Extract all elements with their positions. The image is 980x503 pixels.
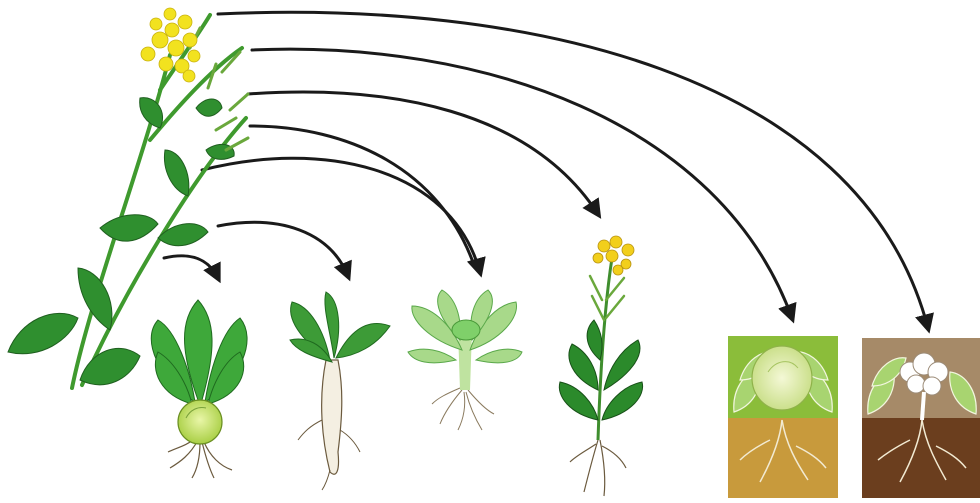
arrow-to-flowering-mustard — [248, 92, 598, 214]
flowering-mustard-icon — [559, 236, 642, 496]
cauliflower-in-soil-icon — [862, 338, 980, 498]
kohlrabi-plant-icon — [151, 300, 247, 478]
cabbage-in-soil-icon — [728, 336, 838, 498]
arrow-to-turnip — [218, 222, 348, 276]
evolution-arrows — [164, 12, 928, 328]
taproot-plant-icon — [290, 292, 390, 490]
arrow-to-kale-second — [250, 126, 474, 265]
arrow-to-cauliflower — [218, 12, 928, 328]
kale-plant-icon — [408, 290, 522, 430]
arrow-to-kale — [202, 158, 480, 272]
arrow-to-kohlrabi — [164, 256, 218, 278]
wild-mustard-plant-icon — [8, 8, 248, 388]
